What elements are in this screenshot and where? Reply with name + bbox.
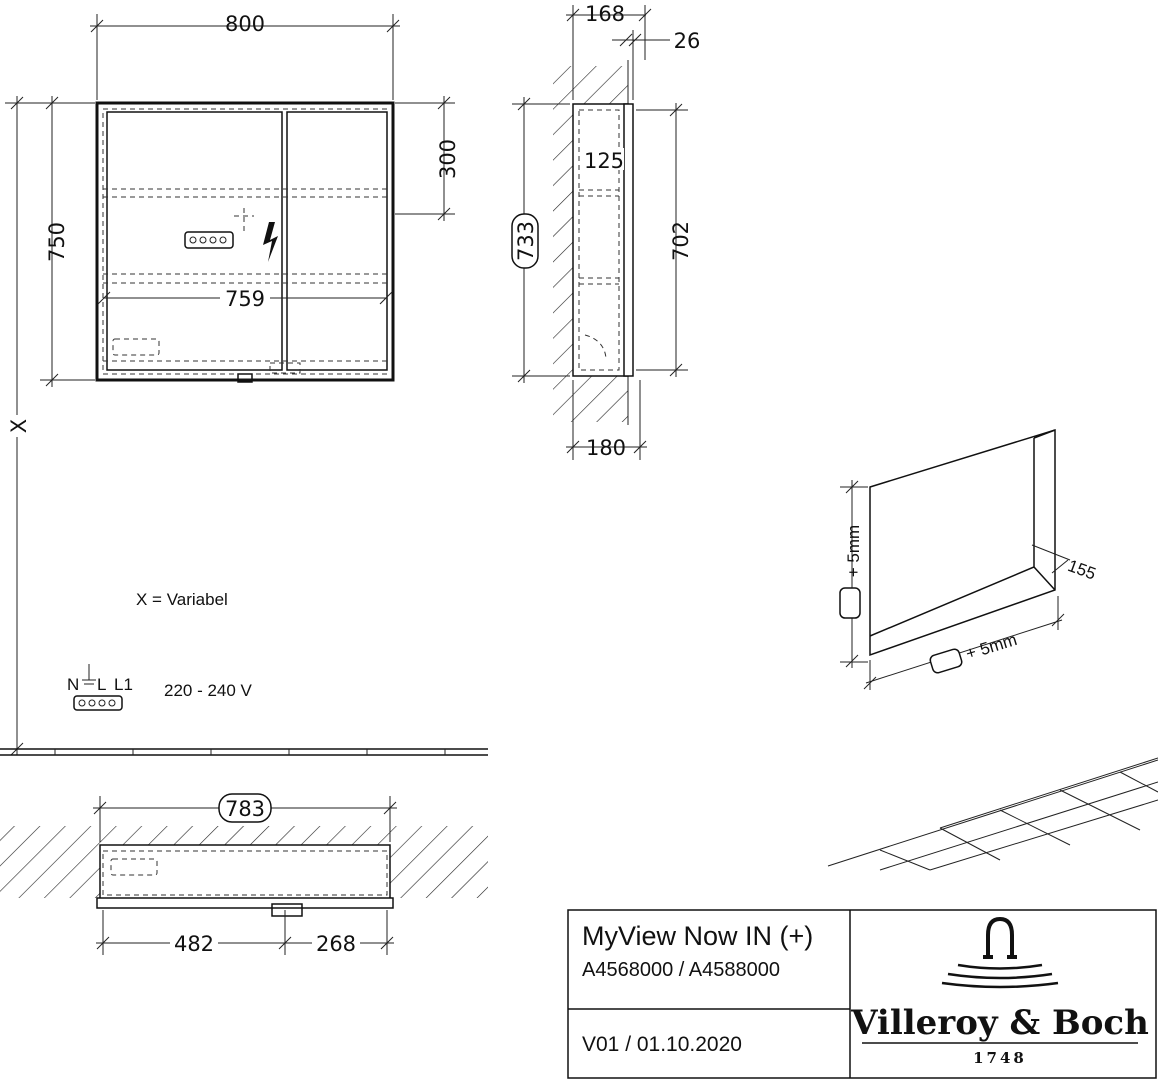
niche-socket-v-icon — [839, 587, 861, 619]
niche-socket-h-icon — [929, 648, 963, 674]
plan-socket-icon — [110, 858, 158, 876]
dim-side-height: 733 — [514, 221, 538, 261]
electric-hazard-icon — [263, 222, 278, 262]
dim-plan-right: 268 — [316, 932, 356, 956]
dim-side-depth-top: 168 — [585, 2, 625, 26]
dim-side-front: 26 — [674, 29, 701, 53]
plan-view: 783 482 268 — [0, 793, 488, 956]
product-title: MyView Now IN (+) — [582, 921, 813, 951]
floor-line — [0, 748, 488, 756]
dim-side-inner-height: 702 — [669, 221, 693, 261]
dim-plan-width: 783 — [225, 797, 265, 821]
svg-text:N: N — [67, 675, 79, 694]
dim-shelf-height: 300 — [436, 139, 460, 179]
svg-text:L: L — [97, 675, 106, 694]
variable-note: X = Variabel — [136, 590, 228, 609]
version-date: V01 / 01.10.2020 — [582, 1033, 742, 1056]
dim-niche-depth: 155 — [1065, 556, 1098, 584]
floor-tiles — [827, 757, 1158, 871]
socket-icon — [184, 231, 234, 249]
dim-side-bottom: 180 — [586, 436, 626, 460]
terminal-socket-icon — [73, 695, 123, 711]
cabinet-outline — [95, 101, 395, 382]
dim-side-inner-depth: 125 — [584, 149, 624, 173]
side-view: 168 26 733 125 702 180 — [511, 2, 701, 460]
voltage-label: 220 - 240 V — [164, 681, 253, 700]
niche-tolerance-horizontal: + 5mm — [964, 630, 1020, 664]
dashed-socket-icon — [112, 338, 160, 356]
front-view: 800 759 300 — [5, 12, 460, 756]
terminal-block: N L L1 — [67, 664, 133, 711]
product-codes: A4568000 / A4588000 — [582, 959, 780, 981]
svg-text:L1: L1 — [114, 675, 133, 694]
brand-year: 1748 — [973, 1049, 1027, 1067]
dim-plan-left: 482 — [174, 932, 214, 956]
brand-logo-icon — [941, 916, 1059, 989]
brand-name: Villeroy & Boch — [850, 1003, 1149, 1043]
dim-inner-width: 759 — [225, 287, 265, 311]
dim-height-total: 750 — [45, 222, 69, 262]
dim-width-total: 800 — [225, 12, 265, 36]
dim-variable: X — [7, 419, 31, 433]
niche-tolerance-vertical: + 5mm — [844, 525, 863, 577]
right-door — [286, 111, 388, 371]
title-block: MyView Now IN (+) A4568000 / A4588000 V0… — [567, 909, 1157, 1079]
left-door — [106, 111, 283, 371]
niche-view: + 5mm + 5mm 155 — [839, 428, 1098, 690]
